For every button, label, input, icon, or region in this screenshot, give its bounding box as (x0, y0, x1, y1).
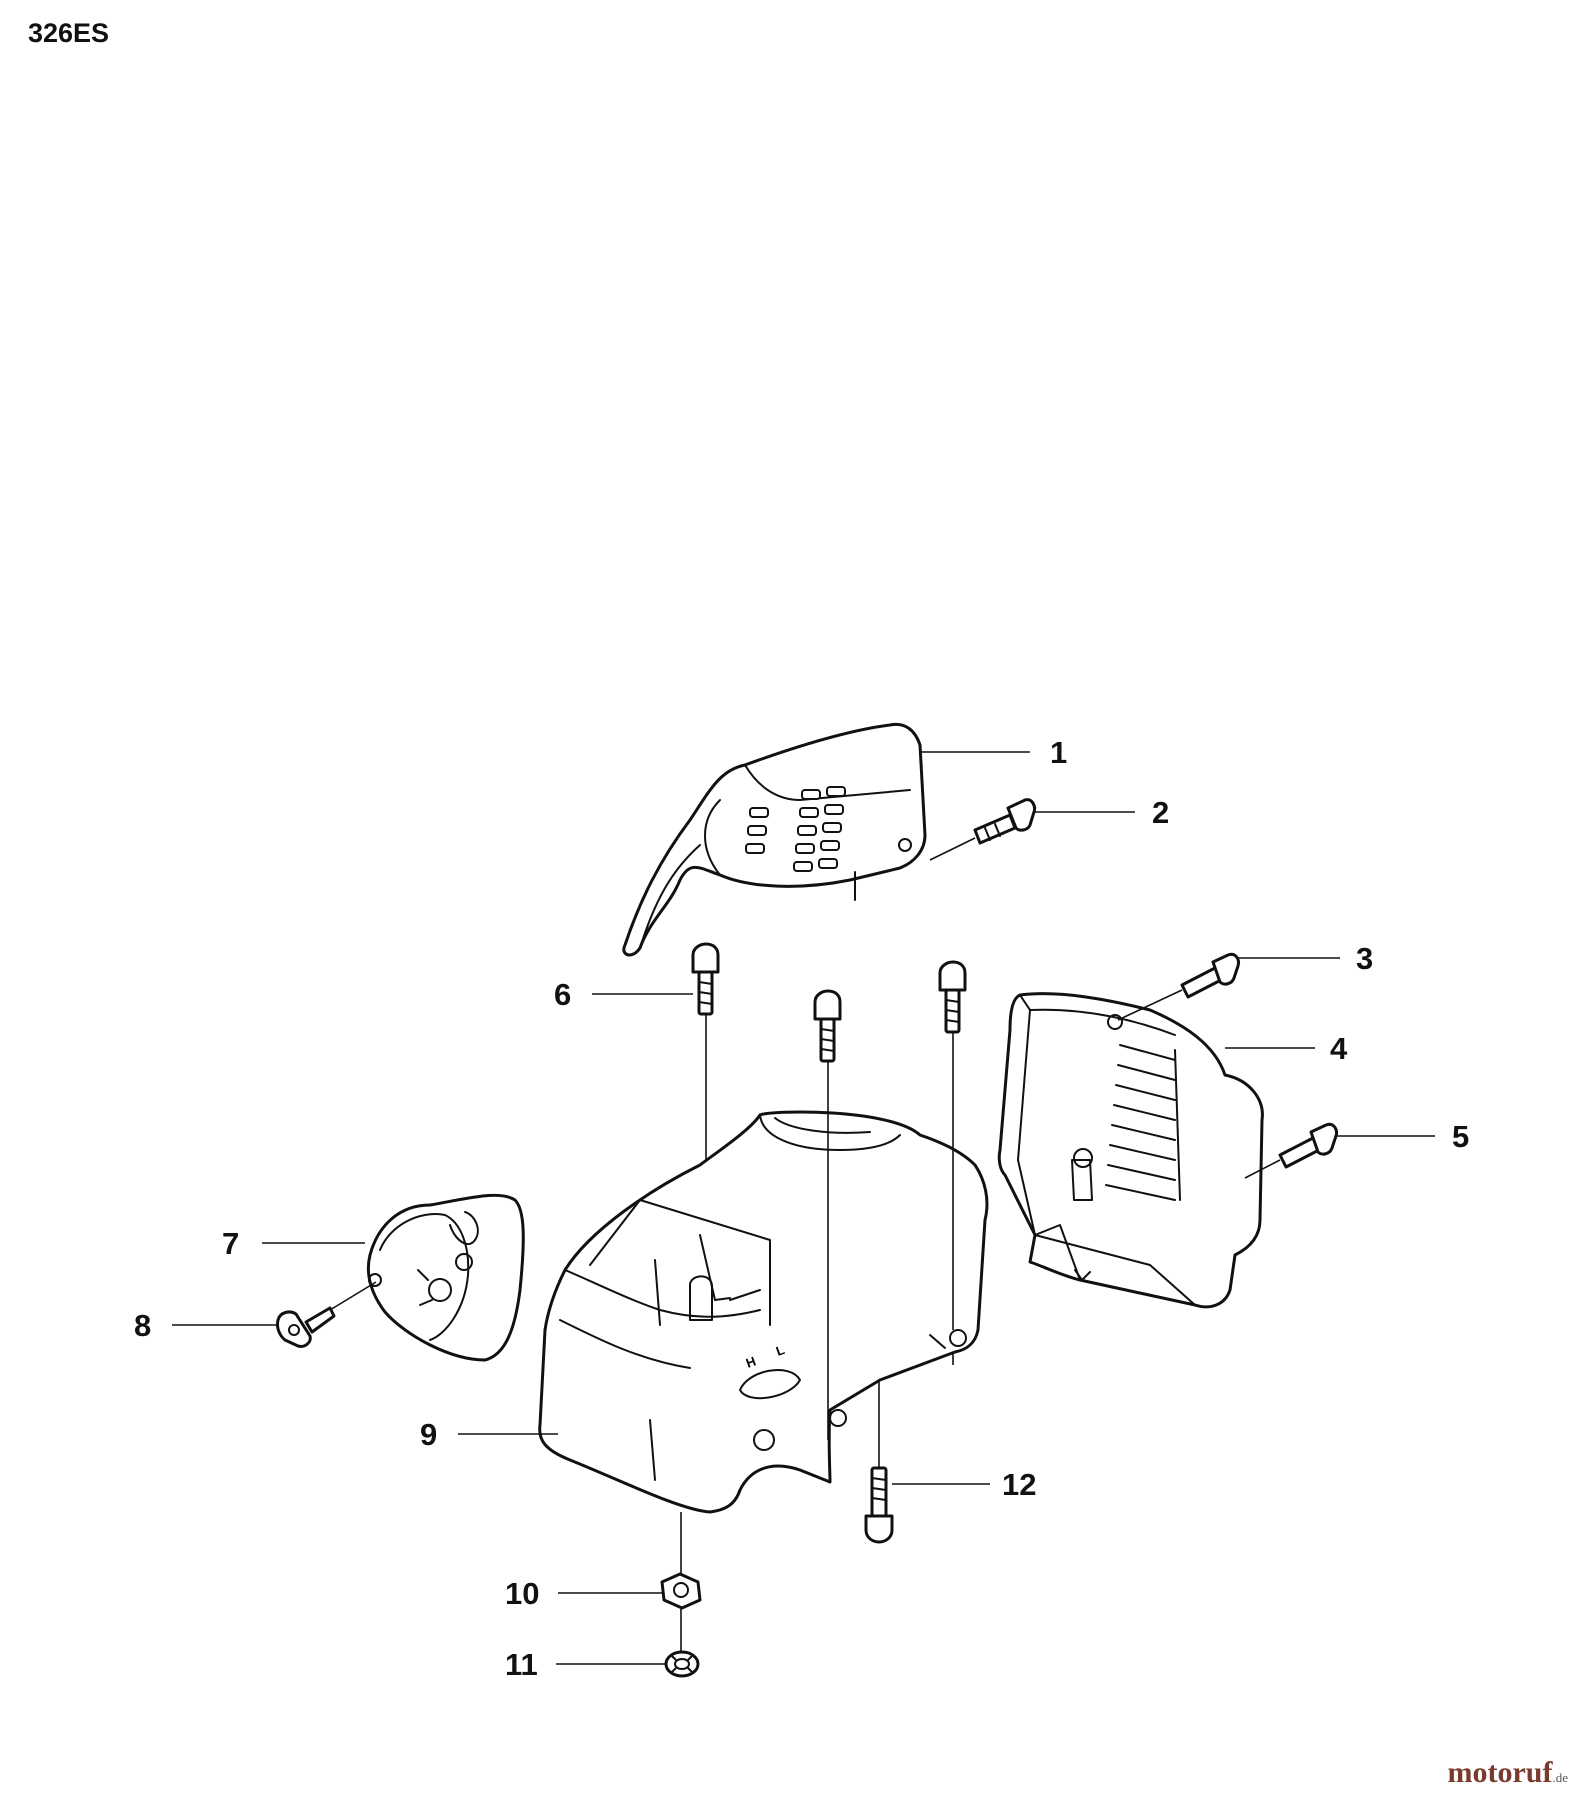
callout-8: 8 (134, 1308, 151, 1343)
part-10-nut (660, 1572, 702, 1610)
watermark: motoruf.de (1447, 1756, 1568, 1790)
callout-2: 2 (1152, 795, 1169, 830)
part-8-screw (276, 1306, 336, 1348)
watermark-main: motoruf (1447, 1756, 1553, 1789)
part-7-small-cover (366, 1193, 525, 1362)
part-9-cylinder-cover (538, 1110, 989, 1514)
callout-labels: 1 2 3 4 5 6 7 8 9 12 10 11 (134, 735, 1469, 1682)
callout-7: 7 (222, 1226, 239, 1261)
part-screw-right (938, 960, 967, 1034)
callout-6: 6 (554, 977, 571, 1012)
part-4-cooling-fins (1105, 1044, 1181, 1201)
part-6-screw (691, 942, 720, 1016)
callout-leader-lines (172, 751, 1435, 1665)
part-11-washer (664, 1650, 700, 1678)
callout-11: 11 (505, 1647, 538, 1682)
part-2-screw (973, 798, 1036, 845)
part-5-screw (1278, 1122, 1338, 1169)
model-title: 326ES (28, 18, 110, 48)
callout-12: 12 (1002, 1467, 1036, 1502)
part-1-top-cover (622, 722, 927, 957)
callout-3: 3 (1356, 941, 1373, 976)
part-12-bolt (864, 1466, 894, 1544)
callout-5: 5 (1452, 1119, 1469, 1154)
part-3-screw (1180, 952, 1240, 999)
watermark-suffix: .de (1552, 1770, 1568, 1785)
callout-4: 4 (1330, 1031, 1348, 1066)
part-1-vent-slots (745, 786, 846, 872)
callout-1: 1 (1050, 735, 1067, 770)
assembly-axis-lines (329, 837, 1281, 1652)
callout-9: 9 (420, 1417, 437, 1452)
callout-10: 10 (505, 1576, 539, 1611)
part-screw-middle (813, 989, 842, 1063)
